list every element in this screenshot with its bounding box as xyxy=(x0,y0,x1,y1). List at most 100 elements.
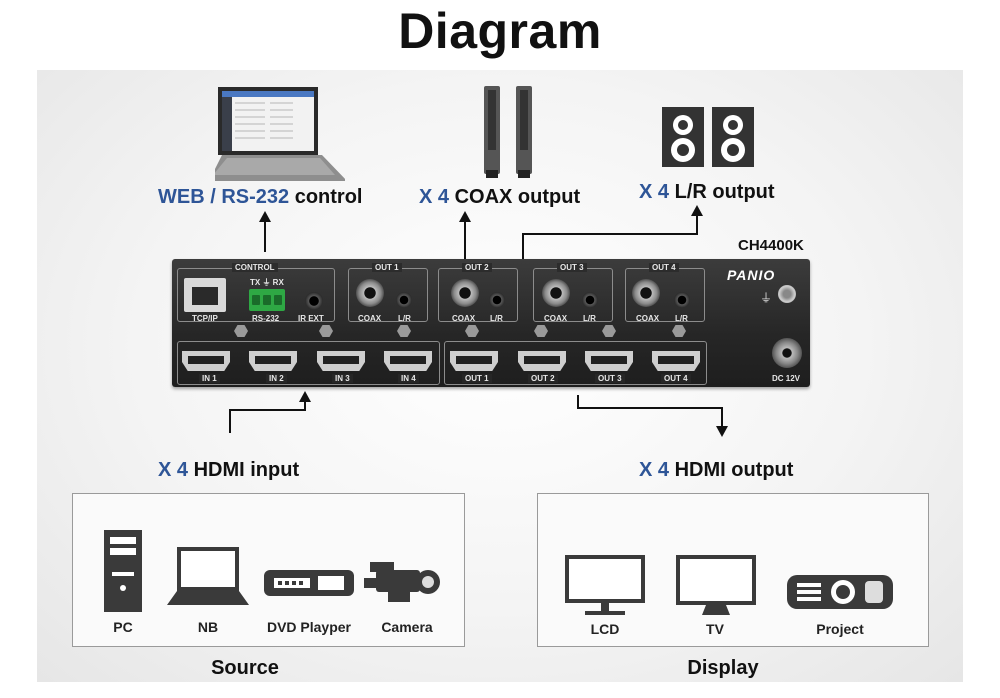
lr-arrow-head xyxy=(691,205,703,216)
lr-arrow-up xyxy=(696,215,698,235)
ground-icon: ⏚ xyxy=(760,291,773,305)
screw xyxy=(397,325,411,337)
hdmi-out-3-label: OUT 3 xyxy=(595,374,625,383)
source-item-dvd: DVD Playper xyxy=(266,619,352,635)
screw xyxy=(672,325,686,337)
hdmi-in-4-label: IN 4 xyxy=(398,374,419,383)
web-control-laptop-icon xyxy=(215,87,345,181)
rs232-terminal[interactable] xyxy=(249,289,285,311)
page-title: Diagram xyxy=(398,3,602,59)
hdmi-out-arrow-vertical xyxy=(577,395,579,409)
out-4-coax-label: COAX xyxy=(636,314,660,323)
hdmi-in-1-label: IN 1 xyxy=(199,374,220,383)
out-1-lr-label: L/R xyxy=(398,314,411,323)
tcpip-label: TCP/IP xyxy=(192,314,218,323)
ir-ext-label: IR EXT xyxy=(298,314,324,323)
model-number: CH4400K xyxy=(738,237,804,254)
display-title: Display xyxy=(687,657,759,679)
out-1-lr-jack[interactable] xyxy=(396,292,412,308)
hdmi-in-group xyxy=(177,341,440,385)
display-item-projector: Project xyxy=(816,621,864,637)
lr-arrow-vertical xyxy=(522,234,524,262)
hdmi-in-1-port[interactable] xyxy=(182,351,230,371)
hdmi-out-1-port[interactable] xyxy=(450,351,498,371)
hdmi-in-arrow-head xyxy=(299,391,311,402)
out-2-lr-label: L/R xyxy=(490,314,503,323)
tcpip-port[interactable] xyxy=(184,278,226,312)
hdmi-out-2-label: OUT 2 xyxy=(528,374,558,383)
lcd-monitor-icon xyxy=(565,555,645,615)
hdmi-out-2-port[interactable] xyxy=(518,351,566,371)
out-2-lr-jack[interactable] xyxy=(489,292,505,308)
screw xyxy=(534,325,548,337)
ground-screw xyxy=(778,285,796,303)
web-arrow-head xyxy=(259,211,271,222)
hdmi-out-arrow-head xyxy=(716,426,728,437)
hdmi-out-4-port[interactable] xyxy=(652,351,700,371)
out-1-coax-label: COAX xyxy=(358,314,382,323)
coax-arrow-line xyxy=(464,222,466,259)
brand-logo: PANIO xyxy=(727,267,776,283)
hdmi-out-3-port[interactable] xyxy=(585,351,633,371)
screw xyxy=(234,325,248,337)
lr-output-label: X 4 L/R output xyxy=(639,181,775,203)
hdmi-out-arrow-down xyxy=(721,407,723,427)
out-4-coax-jack[interactable] xyxy=(632,279,660,307)
coax-output-label: X 4 COAX output xyxy=(419,186,581,208)
source-item-pc: PC xyxy=(113,619,133,635)
hdmi-out-arrow-horizontal xyxy=(577,407,723,409)
hdmi-in-2-label: IN 2 xyxy=(266,374,287,383)
out-group-1-title: OUT 1 xyxy=(372,263,402,272)
ir-ext-jack[interactable] xyxy=(305,292,323,310)
pc-tower-icon xyxy=(104,530,142,612)
hdmi-in-arrow-vertical-left xyxy=(229,410,231,433)
hdmi-in-4-port[interactable] xyxy=(384,351,432,371)
control-title: CONTROL xyxy=(232,263,278,272)
web-control-label: WEB / RS-232 control xyxy=(158,186,363,208)
out-group-4-title: OUT 4 xyxy=(649,263,679,272)
out-3-coax-label: COAX xyxy=(544,314,568,323)
notebook-icon xyxy=(167,547,249,605)
hdmi-out-4-label: OUT 4 xyxy=(661,374,691,383)
speaker-pair-icon xyxy=(662,107,754,167)
screw xyxy=(602,325,616,337)
tx-rx-label: TX ⏚ RX xyxy=(250,278,284,287)
out-2-coax-jack[interactable] xyxy=(451,279,479,307)
hdmi-in-3-port[interactable] xyxy=(317,351,365,371)
source-item-camera: Camera xyxy=(381,619,433,635)
camera-icon xyxy=(364,562,440,602)
projector-icon xyxy=(787,575,893,609)
hdmi-in-3-label: IN 3 xyxy=(332,374,353,383)
out-group-3-title: OUT 3 xyxy=(557,263,587,272)
display-item-tv: TV xyxy=(706,621,724,637)
hdmi-in-arrow-vertical xyxy=(304,400,306,411)
hdmi-output-label: X 4 HDMI output xyxy=(639,459,794,481)
hdmi-in-2-port[interactable] xyxy=(249,351,297,371)
out-3-lr-jack[interactable] xyxy=(582,292,598,308)
dvd-player-icon xyxy=(264,570,354,596)
coax-arrow-head xyxy=(459,211,471,222)
web-arrow-line xyxy=(264,222,266,252)
tv-icon xyxy=(676,555,756,615)
out-4-lr-jack[interactable] xyxy=(674,292,690,308)
out-group-2-title: OUT 2 xyxy=(462,263,492,272)
coax-cable-icon xyxy=(484,86,532,178)
source-title: Source xyxy=(211,657,279,679)
out-2-coax-label: COAX xyxy=(452,314,476,323)
display-item-lcd: LCD xyxy=(590,621,620,637)
hdmi-input-label: X 4 HDMI input xyxy=(158,459,300,481)
matrix-switch-device: CONTROL TCP/IP TX ⏚ RX RS-232 IR EXT OUT… xyxy=(172,259,810,387)
rs232-label: RS-232 xyxy=(252,314,280,323)
out-3-lr-label: L/R xyxy=(583,314,596,323)
screw xyxy=(465,325,479,337)
out-4-lr-label: L/R xyxy=(675,314,688,323)
out-1-coax-jack[interactable] xyxy=(356,279,384,307)
out-3-coax-jack[interactable] xyxy=(542,279,570,307)
hdmi-out-1-label: OUT 1 xyxy=(462,374,492,383)
screw xyxy=(319,325,333,337)
dc-label: DC 12V xyxy=(772,374,801,383)
lr-arrow-horizontal xyxy=(522,233,698,235)
dc-power-jack[interactable] xyxy=(772,338,802,368)
hdmi-out-group xyxy=(444,341,707,385)
source-item-nb: NB xyxy=(197,619,219,635)
